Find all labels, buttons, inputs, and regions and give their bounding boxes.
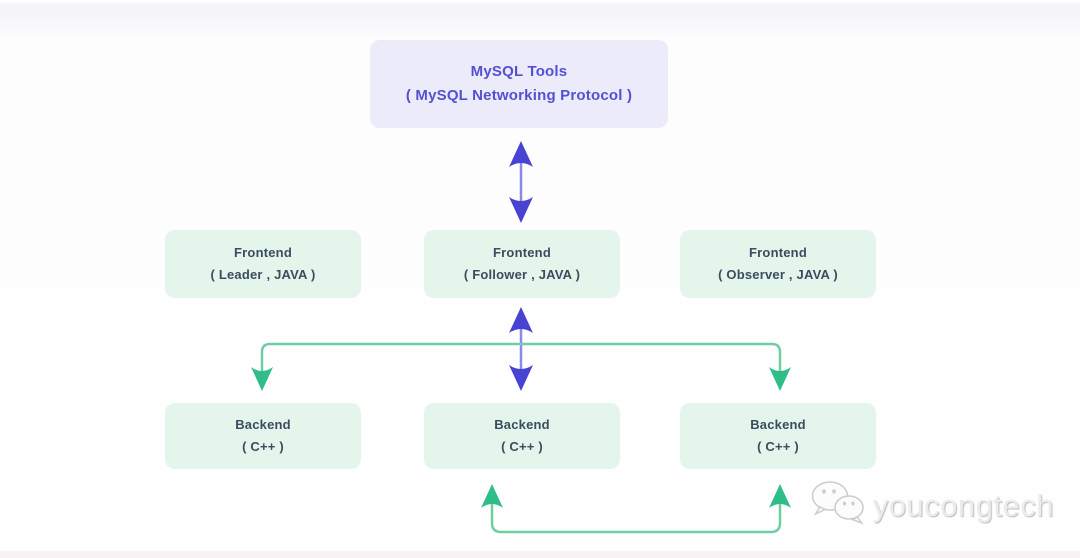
wechat-speech-bubbles-icon xyxy=(809,479,867,532)
node-backend-middle: Backend ( C++ ) xyxy=(424,403,620,469)
blue-double-arrow-middle xyxy=(509,307,533,391)
node-subtitle: ( MySQL Networking Protocol ) xyxy=(405,87,633,104)
node-frontend-follower: Frontend ( Follower , JAVA ) xyxy=(424,230,620,298)
green-branch-connector xyxy=(251,342,791,391)
watermark-text: youcongtech xyxy=(872,487,1054,523)
bottom-strip xyxy=(0,551,1080,558)
arrow-up-icon xyxy=(509,307,533,333)
green-bottom-connector xyxy=(481,484,791,534)
node-subtitle: ( Follower , JAVA ) xyxy=(463,267,581,282)
node-title: Frontend xyxy=(234,245,292,260)
arrow-down-icon xyxy=(769,367,791,391)
node-title: Backend xyxy=(494,417,550,432)
node-backend-right: Backend ( C++ ) xyxy=(680,403,876,469)
arrow-down-icon xyxy=(509,197,533,223)
arrow-down-icon xyxy=(251,367,273,391)
node-title: Backend xyxy=(750,417,806,432)
arrow-up-icon xyxy=(769,484,791,508)
arrow-up-icon xyxy=(481,484,503,508)
node-title: Backend xyxy=(235,417,291,432)
node-backend-left: Backend ( C++ ) xyxy=(165,403,361,469)
node-frontend-leader: Frontend ( Leader , JAVA ) xyxy=(165,230,361,298)
node-subtitle: ( Leader , JAVA ) xyxy=(210,267,316,282)
watermark: youcongtech xyxy=(809,479,1054,532)
node-subtitle: ( C++ ) xyxy=(242,439,284,454)
arrow-down-icon xyxy=(509,365,533,391)
node-title: MySQL Tools xyxy=(470,63,568,80)
node-title: Frontend xyxy=(749,245,807,260)
node-title: Frontend xyxy=(493,245,551,260)
node-mysql-tools: MySQL Tools ( MySQL Networking Protocol … xyxy=(370,40,668,128)
node-subtitle: ( C++ ) xyxy=(501,439,543,454)
node-subtitle: ( Observer , JAVA ) xyxy=(718,267,838,282)
node-frontend-observer: Frontend ( Observer , JAVA ) xyxy=(680,230,876,298)
node-subtitle: ( C++ ) xyxy=(757,439,799,454)
arrow-up-icon xyxy=(509,141,533,167)
blue-double-arrow-top xyxy=(509,141,533,223)
